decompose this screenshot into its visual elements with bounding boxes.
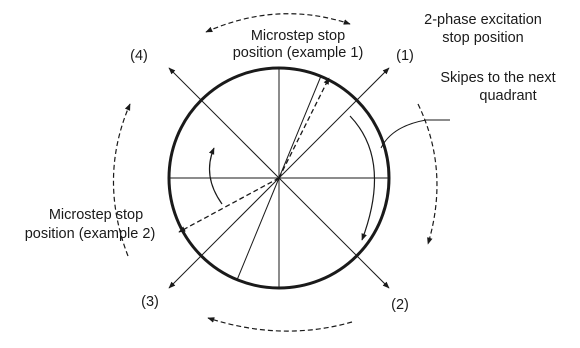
label-position-2: (2) [391,297,409,313]
label-skip-line2: quadrant [479,88,536,104]
skip-leader-line [380,119,450,149]
label-microstep-example-1-line1: Microstep stop [251,28,345,44]
label-skip-line1: Skipes to the next [440,70,555,86]
outer-arrow-right [417,103,438,245]
radial-line-upper [278,75,322,179]
arrow-position-3 [168,177,280,289]
label-microstep-example-2-line1: Microstep stop [49,207,143,223]
inner-rotation-arrow-left [208,147,223,205]
microstep-arrow-example-1 [278,77,330,179]
microstep-arrow-example-2 [178,177,280,233]
label-position-4: (4) [130,48,148,64]
label-position-3: (3) [141,294,159,310]
label-two-phase-line2: stop position [442,30,523,46]
outer-arrow-bottom [207,317,353,332]
label-position-1: (1) [396,48,414,64]
label-two-phase-line1: 2-phase excitation [424,12,542,28]
inner-rotation-arrow-right [349,115,376,241]
arrow-position-4 [168,67,280,179]
label-microstep-example-1-line2: position (example 1) [233,45,364,61]
radial-line-lower [236,177,280,281]
arrow-position-2 [278,177,390,289]
label-microstep-example-2-line2: position (example 2) [25,226,156,242]
arrow-position-1 [278,67,390,179]
outer-arrow-left [112,103,131,257]
outer-arrow-top [205,13,351,33]
